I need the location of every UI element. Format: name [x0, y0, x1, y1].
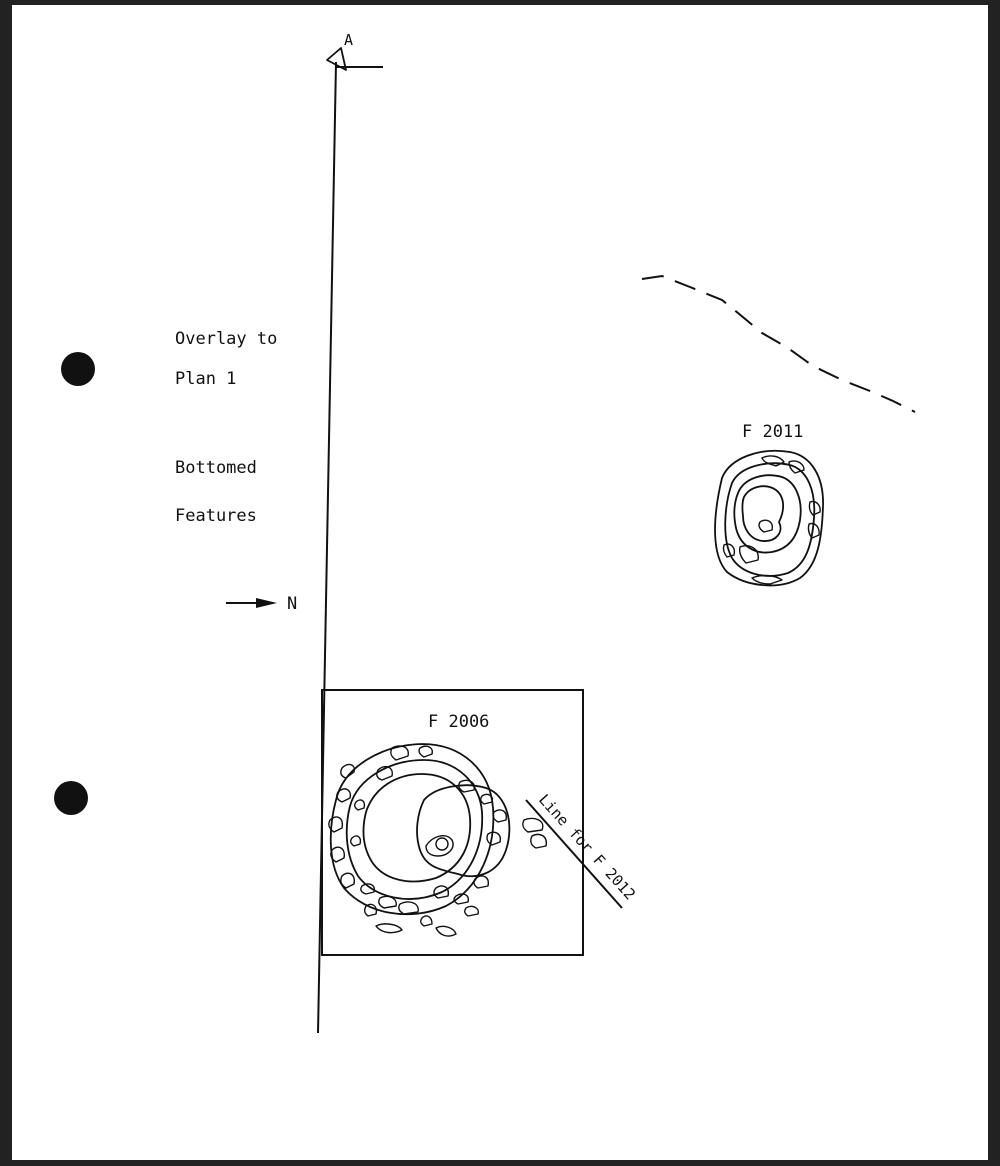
- frame-right-edge: [988, 0, 1000, 1166]
- feature-f2011-label: F 2011: [742, 422, 803, 442]
- frame-top-edge: [0, 0, 1000, 5]
- feature-f2006-box: [321, 689, 584, 956]
- north-label: N: [287, 594, 297, 614]
- dashed-boundary-line: [641, 274, 916, 413]
- feature-f2006-label: F 2006: [428, 712, 489, 732]
- datum-label: A: [344, 31, 353, 49]
- north-arrow-icon: [226, 598, 277, 608]
- subtitle-line-2: Features: [175, 506, 257, 526]
- punch-hole-top: [61, 352, 95, 386]
- frame-left-edge: [0, 0, 12, 1166]
- title-line-2: Plan 1: [175, 369, 236, 389]
- subtitle-line-1: Bottomed: [175, 458, 257, 478]
- feature-f2006: F 2006: [321, 689, 584, 956]
- title-line-1: Overlay to: [175, 329, 277, 349]
- line-f2012: [525, 799, 623, 909]
- frame-bottom-edge: [0, 1160, 1000, 1166]
- datum-marker-icon: [326, 47, 383, 71]
- feature-f2011: F 2011: [714, 422, 824, 587]
- punch-hole-bottom: [54, 781, 88, 815]
